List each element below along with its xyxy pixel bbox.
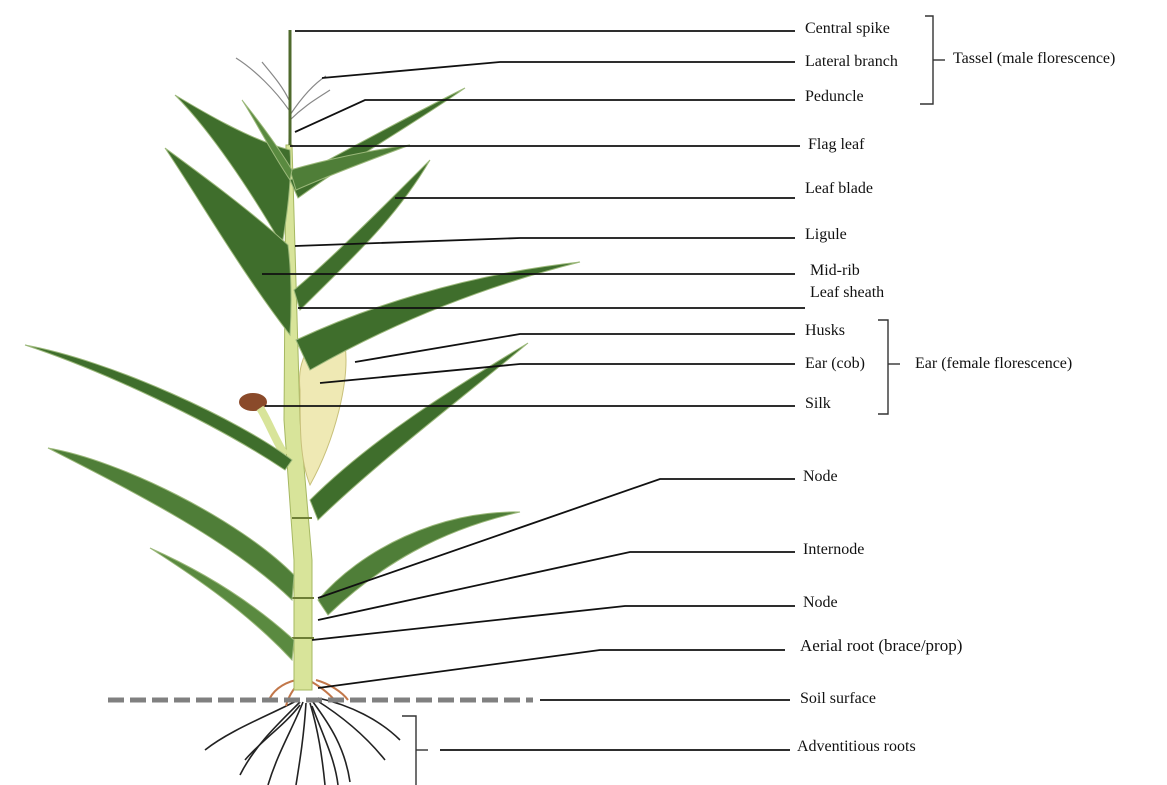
label-flag-leaf: Flag leaf: [808, 136, 864, 154]
label-node-upper: Node: [803, 468, 838, 486]
maize-plant: [25, 30, 580, 785]
label-central-spike: Central spike: [805, 20, 890, 38]
label-adventitious-roots: Adventitious roots: [797, 738, 916, 756]
label-silk: Silk: [805, 395, 831, 413]
group-brackets: [402, 16, 945, 785]
adventitious-roots-drawing: [205, 698, 400, 785]
label-leaf-sheath: Leaf sheath: [810, 284, 884, 302]
label-leaf-blade: Leaf blade: [805, 180, 873, 198]
label-internode: Internode: [803, 541, 864, 559]
label-ear-cob: Ear (cob): [805, 355, 865, 373]
label-peduncle: Peduncle: [805, 88, 864, 106]
group-label-ear: Ear (female florescence): [915, 355, 1072, 373]
label-husks: Husks: [805, 322, 845, 340]
group-label-tassel: Tassel (male florescence): [953, 50, 1115, 68]
label-lateral-branch: Lateral branch: [805, 53, 898, 71]
tassel-drawing: [236, 30, 330, 145]
label-ligule: Ligule: [805, 226, 847, 244]
label-aerial-root: Aerial root (brace/prop): [800, 637, 962, 655]
label-mid-rib: Mid-rib: [810, 262, 860, 280]
label-soil-surface: Soil surface: [800, 690, 876, 708]
label-node-lower: Node: [803, 594, 838, 612]
